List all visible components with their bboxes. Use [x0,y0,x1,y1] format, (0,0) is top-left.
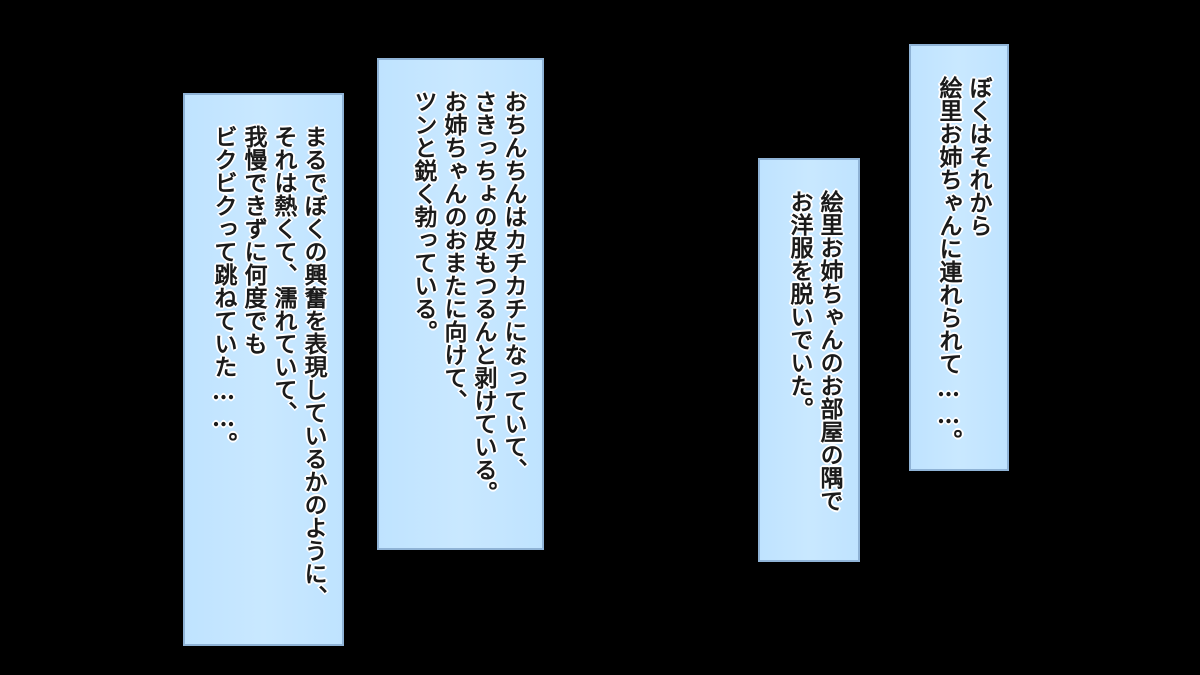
narration-line: ツンと鋭く勃っている。 [410,90,437,343]
narration-panel-3: おちんちんはカチカチになっていて、 さきっちょの皮もつるんと剥けている。 お姉ち… [377,58,544,550]
narration-line: お姉ちゃんのおまたに向けて、 [440,90,467,412]
narration-line: それは熱くて、濡れていて、 [270,125,297,424]
narration-panel-2: 絵里お姉ちゃんのお部屋の隅で お洋服を脱いでいた。 [758,158,860,562]
narration-line: さきっちょの皮もつるんと剥けている。 [470,90,497,504]
narration-line: 絵里お姉ちゃんに連れられて……。 [935,76,962,452]
narration-panel-1: ぼくはそれから 絵里お姉ちゃんに連れられて……。 [909,44,1009,471]
narration-panel-4: まるでぼくの興奮を表現しているかのように、 それは熱くて、濡れていて、 我慢でき… [183,93,344,646]
narration-line: 我慢できずに何度でも [240,125,267,355]
narration-line: 絵里お姉ちゃんのお部屋の隅で [816,190,843,512]
narration-line: おちんちんはカチカチになっていて、 [500,90,527,481]
narration-line: まるでぼくの興奮を表現しているかのように、 [300,125,327,608]
narration-line: お洋服を脱いでいた。 [786,190,813,420]
narration-line: ビクビクって跳ねていた……。 [210,125,237,455]
narration-line: ぼくはそれから [965,76,992,237]
